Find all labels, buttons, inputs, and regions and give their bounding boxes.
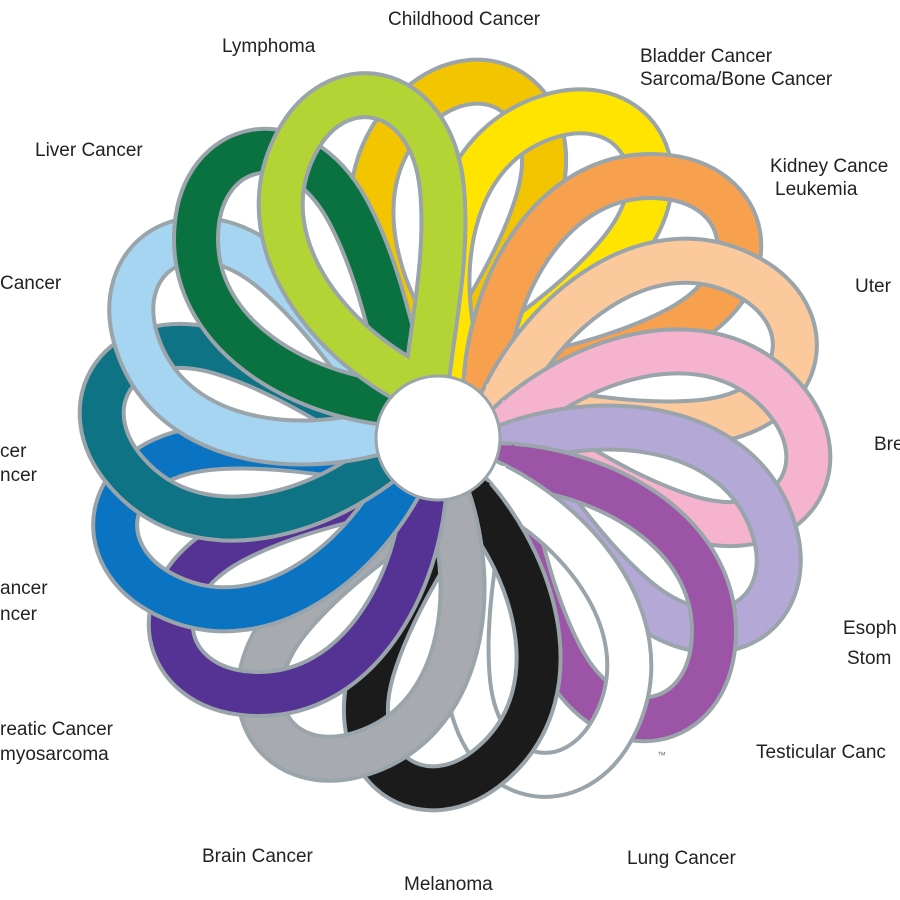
label-blue-cancer-1: ancer <box>0 578 48 599</box>
label-leukemia: Leukemia <box>775 179 858 200</box>
center-hub <box>374 374 502 502</box>
trademark-symbol: ™ <box>657 750 666 760</box>
label-light-blue-cancer: Cancer <box>0 273 62 294</box>
label-lung-cancer: Lung Cancer <box>627 848 736 869</box>
label-bladder-cancer: Bladder Cancer <box>640 46 773 67</box>
label-liver-cancer: Liver Cancer <box>35 140 143 161</box>
label-uterine-cancer: Uter <box>855 276 891 297</box>
label-esophageal-cancer: Esoph <box>843 618 897 639</box>
label-childhood-cancer: Childhood Cancer <box>388 9 541 30</box>
label-breast-cancer: Bre <box>874 434 900 455</box>
ribbon-body-liver <box>176 130 435 426</box>
label-brain-cancer: Brain Cancer <box>202 846 313 867</box>
label-lymphoma: Lymphoma <box>222 36 316 57</box>
label-melanoma: Melanoma <box>404 874 493 895</box>
ribbon-body-lymphoma <box>260 75 464 413</box>
ribbon-liver <box>172 126 439 429</box>
label-sarcoma-bone-cancer: Sarcoma/Bone Cancer <box>640 69 833 90</box>
label-pancreatic-cancer: reatic Cancer <box>0 719 113 740</box>
label-testicular-cancer: Testicular Canc <box>756 742 886 763</box>
ribbon-lymphoma <box>256 71 468 417</box>
label-kidney-cancer: Kidney Cance <box>770 156 889 177</box>
label-teal-cancer-2: ncer <box>0 465 37 486</box>
label-leiomyosarcoma: myosarcoma <box>0 744 109 765</box>
label-teal-cancer-1: cer <box>0 441 27 462</box>
ribbons-group <box>77 57 833 813</box>
label-stomach-cancer: Stom <box>847 648 892 669</box>
label-blue-cancer-2: ncer <box>0 604 37 625</box>
